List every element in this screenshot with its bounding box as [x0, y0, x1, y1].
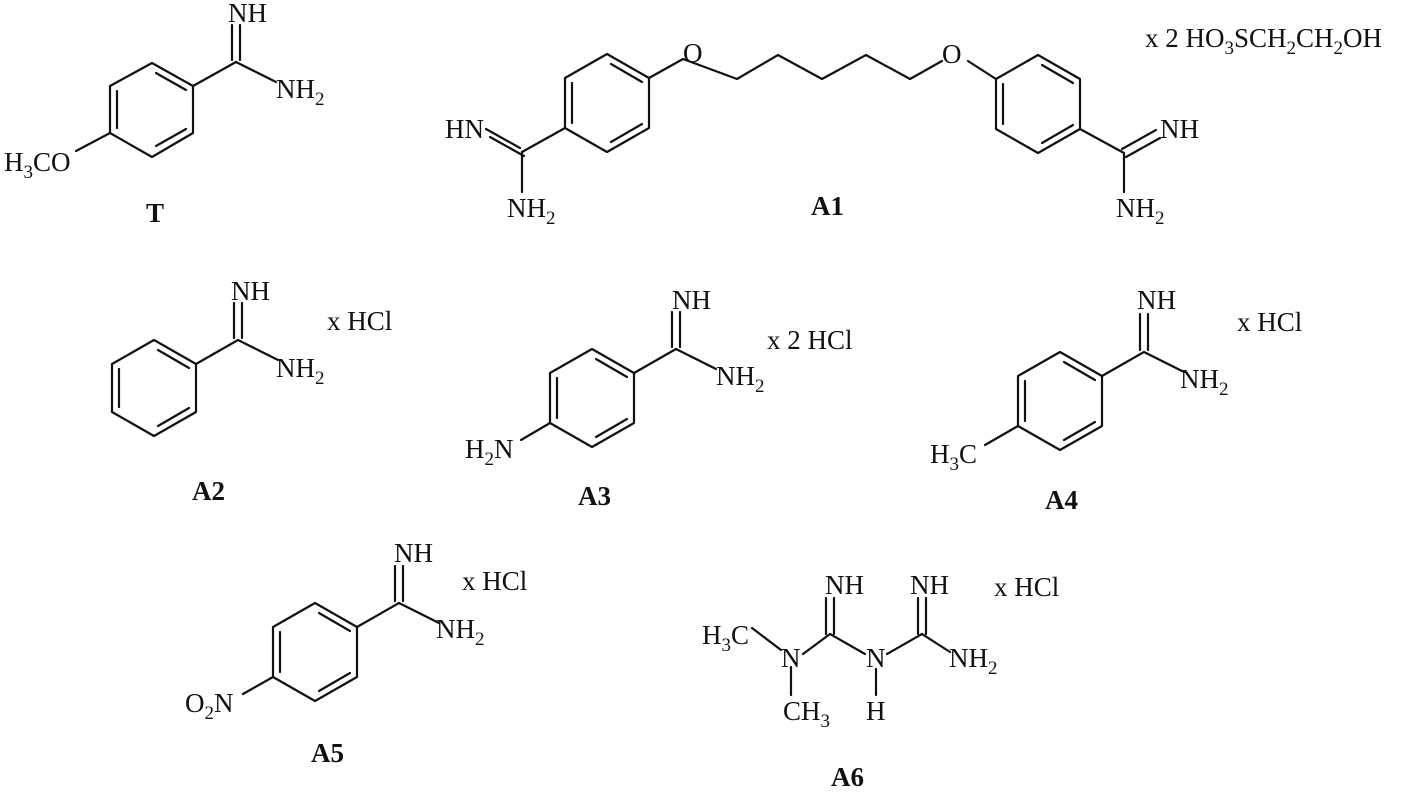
imine-label-left: NH [825, 570, 864, 600]
compound-label: A3 [578, 481, 611, 511]
dimethyl-nitrogen-label: N [781, 643, 801, 673]
salt-label: x 2 HCl [767, 325, 853, 355]
methyl-bond [983, 424, 1020, 447]
amine-label-right: NH2 [1116, 193, 1165, 229]
amino-bond [519, 421, 552, 442]
molecule-A1: O O HN NH2 NH NH2 x 2 HO3SCH2CH2OH A1 [445, 23, 1382, 229]
salt-label: x HCl [1237, 307, 1302, 337]
imine-label: NH [394, 538, 433, 568]
amidine-group [191, 23, 278, 88]
molecule-A4: NH NH2 H3C x HCl A4 [930, 285, 1302, 515]
imine-label-right: NH [1160, 114, 1199, 144]
amidine-group [1100, 312, 1186, 378]
ether-oxygen-left: O [683, 38, 703, 68]
pentyl-ether-linker [647, 53, 944, 81]
ether-oxygen-right: O [942, 39, 962, 69]
salt-label: x HCl [327, 306, 392, 336]
molecule-T: NH NH2 H3CO T [4, 0, 325, 228]
compound-label: A2 [192, 476, 225, 506]
amidine-group [632, 310, 718, 375]
benzene-ring [1016, 350, 1104, 452]
amidine-group [355, 564, 441, 629]
amine-label: NH2 [276, 74, 325, 110]
compound-label: A5 [311, 738, 344, 768]
imine-label-right: NH [910, 570, 949, 600]
amino-label: H2N [465, 434, 514, 470]
molecule-A6: NH NH H3C N CH3 N H NH2 x HCl A6 [702, 570, 1059, 792]
compound-label: T [146, 198, 164, 228]
benzene-ring [548, 347, 636, 449]
amine-label-left: NH2 [507, 193, 556, 229]
compound-label: A4 [1045, 485, 1078, 515]
benzene-ring-left [563, 52, 651, 154]
benzene-ring [110, 338, 198, 438]
benzene-ring [271, 601, 359, 703]
salt-label: x HCl [994, 572, 1059, 602]
nitro-bond [241, 675, 275, 696]
imine-label: NH [1137, 285, 1176, 315]
bridge-nitrogen-label: N [866, 643, 886, 673]
molecule-A3: NH NH2 H2N x 2 HCl A3 [465, 285, 853, 511]
amine-label: NH2 [716, 361, 765, 397]
methyl-label-bottom: CH3 [783, 696, 830, 732]
imine-label: NH [228, 0, 267, 28]
amine-label: NH2 [436, 614, 485, 650]
nitro-label: O2N [185, 688, 234, 724]
amine-label: NH2 [276, 353, 325, 389]
amidine-group [194, 301, 280, 366]
amidine-group-right [1078, 127, 1162, 194]
salt-label: x 2 HO3SCH2CH2OH [1145, 23, 1382, 59]
amine-label: NH2 [949, 643, 998, 679]
biguanide-bonds [750, 596, 952, 697]
compound-label: A6 [831, 762, 864, 792]
molecule-A2: NH NH2 x HCl A2 [110, 276, 392, 506]
salt-label: x HCl [462, 566, 527, 596]
imine-label-left: HN [445, 114, 484, 144]
amidine-group-left [484, 126, 567, 194]
methyl-label: H3C [930, 439, 977, 475]
benzene-ring-right [994, 53, 1082, 155]
compound-label: A1 [811, 191, 844, 221]
molecule-A5: NH NH2 O2N x HCl A5 [185, 538, 527, 768]
methyl-label-top: H3C [702, 620, 749, 656]
benzene-ring [108, 61, 195, 159]
imine-label: NH [672, 285, 711, 315]
imine-label: NH [231, 276, 270, 306]
amine-label: NH2 [1180, 364, 1229, 400]
bridge-hydrogen-label: H [866, 696, 886, 726]
ether-bond-right [966, 59, 998, 81]
methoxy-label: H3CO [4, 147, 71, 183]
methoxy-bond [74, 131, 112, 153]
